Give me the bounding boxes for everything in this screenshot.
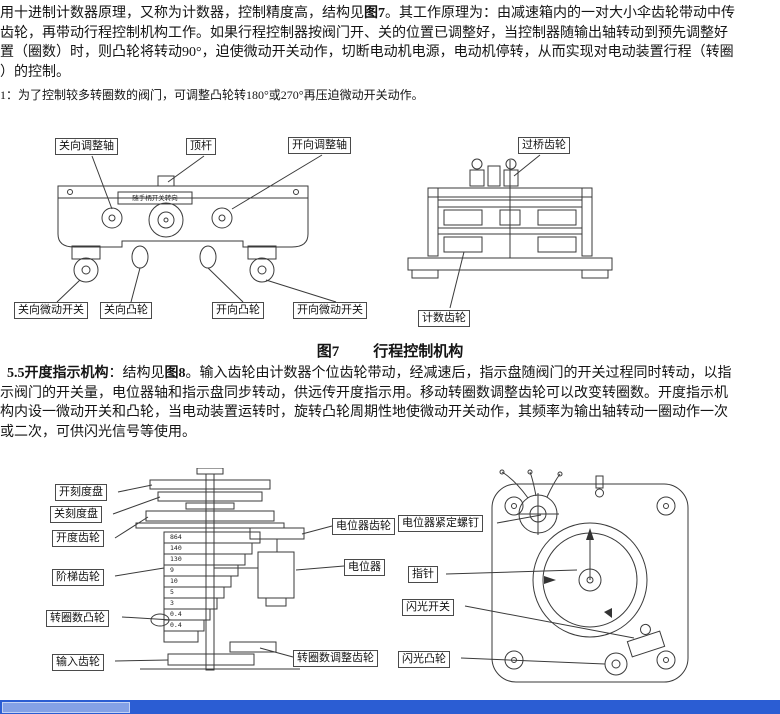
label-open-adjust-shaft: 开向调整轴 [288,137,351,154]
figure7-drawing [56,154,613,309]
label-turns-adjust-gear: 转圈数调整齿轮 [293,650,378,667]
text-line: 用十进制计数器原理，又称为计数器，控制精度高，结构见图7。其工作原理为：由减速箱… [0,6,735,21]
text-line: 5.5开度指示机构：结构见图8。输入齿轮由计数器个位齿轮带动，经减速后，指示盘随… [0,366,732,381]
step-gear-tooth-numbers: 864 140 130 9 10 5 3 0.4 0.4 [170,532,182,631]
fig8-leader-lines [112,484,635,665]
step-number: 3 [170,599,174,607]
label-open-microswitch: 开向微动开关 [293,302,367,319]
label-counter-gear: 计数齿轮 [418,310,470,327]
label-close-adjust-shaft: 关向调整轴 [55,138,118,155]
text-line: 构内设一微动开关和凸轮，当电动装置运转时，旋转凸轮周期性地使微动开关动作，其频率… [0,405,728,420]
fig7-inner-note: 随手柄开关转向 [132,195,178,202]
label-opening-gear: 开度齿轮 [52,530,104,547]
footnote-line: 1：为了控制较多转圈数的阀门，可调整凸轮转180°或270°再压迫微动开关动作。 [0,88,424,102]
fig7-left-mechanism-drawing [57,175,309,283]
footer-bar [0,700,780,714]
figure7: 随手柄开关转向 关向调整轴 顶杆 开向调整轴 过桥齿轮 关向微动开关 关向凸轮 … [0,130,780,342]
label-flash-cam: 闪光凸轮 [398,651,450,668]
label-close-microswitch: 关向微动开关 [14,302,88,319]
label-potentiometer: 电位器 [344,559,385,576]
flash-microswitch-shape [626,623,666,658]
label-close-cam: 关向凸轮 [100,302,152,319]
step-number: 864 [170,533,182,541]
fig7-right-gear-train-drawing [407,158,613,279]
fig7-leader-lines [56,154,541,309]
figure7-caption-number: 图7 [316,344,340,360]
label-turns-cam: 转圈数凸轮 [46,610,109,627]
label-flash-switch: 闪光开关 [402,599,454,616]
label-bridge-gear: 过桥齿轮 [518,137,570,154]
label-push-rod: 顶杆 [186,138,216,155]
label-input-gear: 输入齿轮 [52,654,104,671]
figure8: 864 140 130 9 10 5 3 0.4 0.4 开刻度盘 关刻度盘 开度齿轮 阶梯齿轮… [0,468,780,700]
step-number: 9 [170,566,174,574]
footer-button[interactable] [2,702,130,713]
label-open-dial: 开刻度盘 [55,484,107,501]
section-5-5-paragraph: 5.5开度指示机构：结构见图8。输入齿轮由计数器个位齿轮带动，经减速后，指示盘随… [0,364,780,442]
label-close-dial: 关刻度盘 [50,506,102,523]
step-number: 0.4 [170,621,182,629]
step-number: 0.4 [170,610,182,618]
step-number: 130 [170,555,182,563]
figure7-caption-title: 行程控制机构 [373,344,464,360]
label-step-gear: 阶梯齿轮 [52,569,104,586]
text-line: 齿轮，再带动行程控制机构工作。如果行程控制器按阀门开、关的位置已调整好，当控制器… [0,25,728,41]
text-line: 或二次，可供闪光信号等使用。 [0,424,196,440]
fig8-left-indicator-stack-drawing [135,468,305,671]
text-line: 置（圈数）时，则凸轮将转动90°，迫使微动开关动作，切断电动机电源，电动机停转，… [0,45,734,60]
text-line: 示阀门的开关量，电位器轴和指示盘同步转动，供远传开度指示用。移动转圈数调整齿轮可… [0,385,728,401]
figure7-caption: 图7 行程控制机构 [0,340,780,361]
label-open-cam: 开向凸轮 [212,302,264,319]
fig8-right-flash-plate-drawing [491,469,689,683]
step-number: 140 [170,544,182,552]
intro-paragraph: 用十进制计数器原理，又称为计数器，控制精度高，结构见图7。其工作原理为：由减速箱… [0,4,780,82]
text-line: ）的控制。 [0,64,70,80]
step-number: 5 [170,588,174,596]
figure8-drawing [112,468,689,683]
label-pot-gear: 电位器齿轮 [332,518,395,535]
label-pot-set-screw: 电位器紧定螺钉 [398,515,483,532]
step-number: 10 [170,577,178,585]
label-pointer: 指针 [408,566,438,583]
